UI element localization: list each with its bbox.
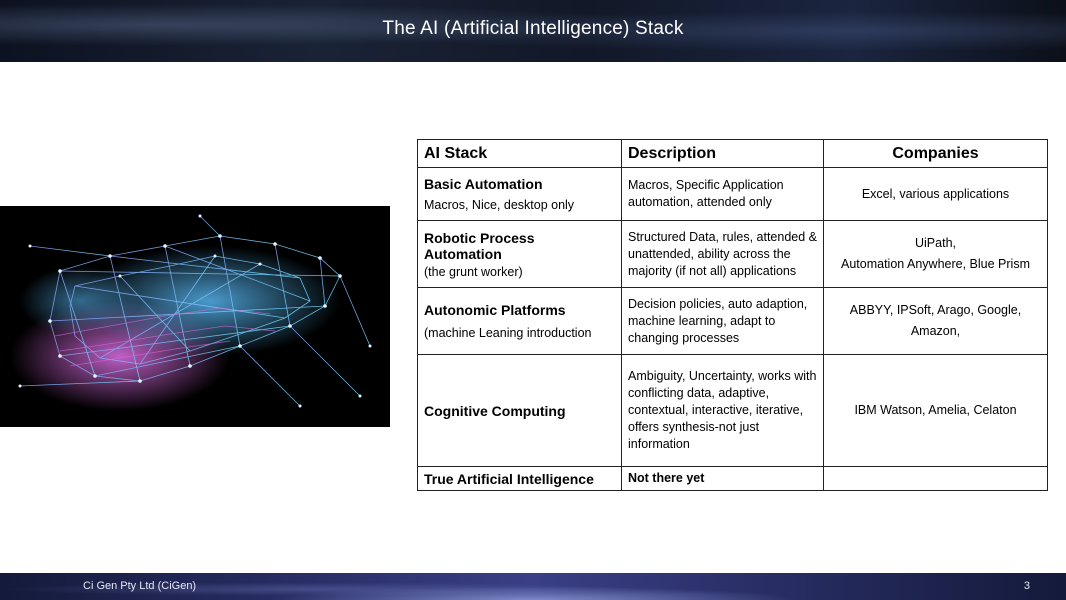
companies-text: IBM Watson, Amelia, Celaton: [854, 403, 1017, 417]
stack-cell: Cognitive Computing: [417, 354, 622, 467]
stack-title: True Artificial Intelligence: [424, 470, 594, 487]
stack-title: Robotic Process Automation: [424, 229, 535, 262]
description-cell: Structured Data, rules, attended & unatt…: [621, 220, 824, 288]
column-header-ai-stack: AI Stack: [417, 139, 622, 168]
ai-stack-table: AI Stack Description Companies Basic Aut…: [417, 139, 1048, 491]
network-graphic: [0, 206, 390, 427]
stack-title: Basic Automation: [424, 176, 543, 192]
stack-cell: Autonomic Platforms (machine Leaning int…: [417, 287, 622, 355]
description-cell: Decision policies, auto adaption, machin…: [621, 287, 824, 355]
stack-subtitle: (machine Leaning introduction: [424, 326, 592, 340]
companies-cell: Excel, various applications: [823, 167, 1048, 221]
companies-cell: [823, 466, 1048, 491]
companies-cell: IBM Watson, Amelia, Celaton: [823, 354, 1048, 467]
table-row: Robotic Process Automation (the grunt wo…: [417, 220, 1048, 288]
companies-cell: UiPath, Automation Anywhere, Blue Prism: [823, 220, 1048, 288]
companies-text: Automation Anywhere, Blue Prism: [841, 257, 1030, 271]
network-illustration: [0, 206, 390, 427]
slide-title: The AI (Artificial Intelligence) Stack: [382, 18, 684, 39]
table-row: True Artificial Intelligence Not there y…: [417, 466, 1048, 491]
description-cell: Ambiguity, Uncertainty, works with confl…: [621, 354, 824, 467]
stack-cell: Basic Automation Macros, Nice, desktop o…: [417, 167, 622, 221]
companies-cell: ABBYY, IPSoft, Arago, Google, Amazon,: [823, 287, 1048, 355]
stack-subtitle: (the grunt worker): [424, 264, 523, 279]
column-header-companies: Companies: [823, 139, 1048, 168]
footer-company-name: Ci Gen Pty Ltd (CiGen): [83, 580, 197, 592]
stack-title: Autonomic Platforms: [424, 302, 566, 318]
stack-cell: True Artificial Intelligence: [417, 466, 622, 491]
table-row: Basic Automation Macros, Nice, desktop o…: [417, 167, 1048, 221]
table-row: Autonomic Platforms (machine Leaning int…: [417, 287, 1048, 355]
stack-subtitle: Macros, Nice, desktop only: [424, 198, 575, 212]
table-row: Cognitive Computing Ambiguity, Uncertain…: [417, 354, 1048, 467]
header-banner: [0, 0, 1066, 62]
table-header-row: AI Stack Description Companies: [417, 139, 1048, 168]
stack-cell: Robotic Process Automation (the grunt wo…: [417, 220, 622, 288]
page-number: 3: [1023, 580, 1030, 592]
companies-text: ABBYY, IPSoft, Arago, Google, Amazon,: [849, 303, 1022, 338]
stack-title: Cognitive Computing: [424, 402, 566, 419]
footer-banner: [0, 573, 1066, 600]
companies-text: Excel, various applications: [861, 186, 1010, 201]
description-cell: Not there yet: [621, 466, 824, 491]
description-cell: Macros, Specific Application automation,…: [621, 167, 824, 221]
companies-text: UiPath,: [915, 236, 956, 250]
column-header-description: Description: [621, 139, 824, 168]
